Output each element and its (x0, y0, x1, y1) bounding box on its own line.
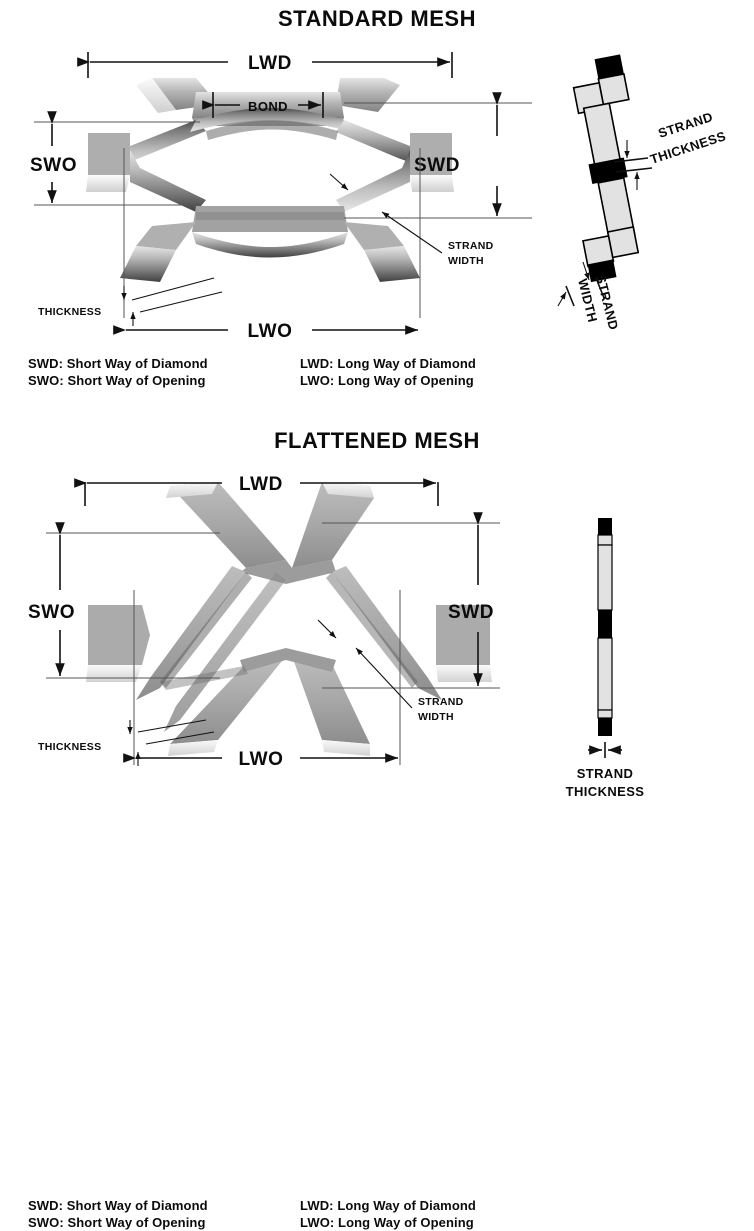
legend-item-swd-flattened: SWD: Short Way of Diamond (28, 1198, 208, 1213)
callout-label-strand-width-line1: STRAND (448, 240, 494, 252)
detail-label-strand-width-line1: STRAND (593, 273, 621, 332)
standard-mesh-title: STANDARD MESH (278, 6, 476, 31)
callout-strand-width-flattened: STRAND WIDTH (317, 619, 464, 723)
standard-mesh-drawing: LWD BOND SWO (30, 52, 728, 342)
dimension-label-lwo: LWO (247, 321, 292, 342)
detail-label-strand-thickness-flattened-line1: STRAND (577, 766, 634, 781)
dimension-swd-flattened: SWD (322, 512, 500, 689)
dimension-swd: SWD (344, 92, 532, 219)
callout-label-strand-width-flattened-line2: WIDTH (418, 711, 454, 723)
dimension-label-lwd: LWD (248, 53, 292, 74)
detail-width-ticks (557, 261, 605, 307)
detail-thickness-ticks (613, 140, 653, 190)
detail-label-strand-thickness-flattened-line2: THICKNESS (566, 784, 645, 799)
legend-item-lwo-flattened: LWO: Long Way of Opening (300, 1215, 474, 1230)
dimension-label-lwd-flattened: LWD (239, 474, 283, 495)
callout-label-thickness-flattened: THICKNESS (38, 741, 101, 753)
dimension-swo-flattened: SWO (28, 522, 220, 679)
dimension-bond: BOND (202, 92, 324, 118)
callout-label-strand-width-flattened-line1: STRAND (418, 696, 464, 708)
callout-label-strand-width-line2: WIDTH (448, 255, 484, 267)
standard-mesh-section: STANDARD MESH (0, 0, 754, 410)
callout-strand-width: STRAND WIDTH (329, 173, 494, 267)
callout-thickness-flattened: THICKNESS (38, 719, 215, 766)
callout-label-thickness: THICKNESS (38, 306, 101, 318)
standard-mesh-legend: SWD: Short Way of Diamond LWD: Long Way … (28, 355, 476, 389)
flattened-strand-profile-detail: STRAND THICKNESS (566, 518, 645, 799)
legend-item-lwo: LWO: Long Way of Opening (300, 373, 474, 388)
flattened-mesh-drawing: LWD SWO SWD (28, 474, 645, 799)
legend-item-swo: SWO: Short Way of Opening (28, 373, 206, 388)
flattened-mesh-legend: SWD: Short Way of Diamond LWD: Long Way … (28, 1197, 476, 1231)
standard-mesh-illustration (86, 78, 454, 282)
dimension-label-swo: SWO (30, 155, 77, 176)
dimension-swo: SWO (30, 111, 200, 206)
flattened-mesh-section: FLATTENED MESH (0, 420, 754, 1230)
dimension-label-bond: BOND (248, 99, 288, 114)
dimension-lwd-flattened: LWD (74, 474, 439, 506)
dimension-label-swd-flattened: SWD (448, 602, 494, 623)
dimension-lwd: LWD (77, 52, 453, 78)
detail-thickness-ticks-flattened (588, 742, 622, 758)
dimension-lwo-flattened: LWO (123, 590, 401, 770)
dimension-label-swo-flattened: SWO (28, 602, 75, 623)
standard-strand-profile-detail: STRAND THICKNESS STRAND WIDTH (557, 54, 728, 332)
dimension-label-swd: SWD (414, 155, 460, 176)
legend-item-swd: SWD: Short Way of Diamond (28, 356, 208, 371)
dimension-label-lwo-flattened: LWO (238, 749, 283, 770)
flattened-mesh-title: FLATTENED MESH (274, 428, 480, 453)
legend-item-swo-flattened: SWO: Short Way of Opening (28, 1215, 206, 1230)
legend-item-lwd-flattened: LWD: Long Way of Diamond (300, 1198, 476, 1213)
callout-thickness: THICKNESS (38, 277, 223, 326)
legend-item-lwd: LWD: Long Way of Diamond (300, 356, 476, 371)
